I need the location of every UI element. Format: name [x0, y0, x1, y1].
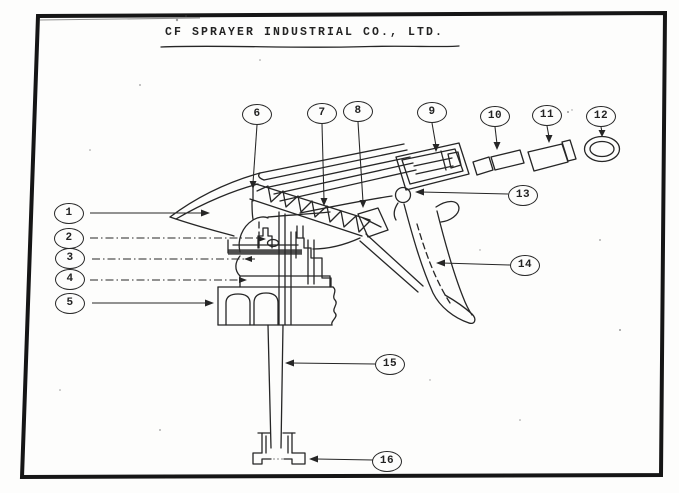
- callout-label: 11: [539, 109, 555, 121]
- callout-label: 2: [65, 232, 73, 244]
- callout-label: 13: [515, 189, 531, 201]
- callout-12: 12: [586, 105, 616, 127]
- callout-8: 8: [343, 100, 373, 122]
- sprayer-drawing: [169, 135, 621, 465]
- dip-tube: [267, 324, 284, 449]
- callout-3: 3: [55, 247, 85, 269]
- callout-10: 10: [480, 105, 510, 127]
- callout-label: 7: [318, 107, 326, 119]
- callout-15: 15: [375, 353, 405, 375]
- pivot-circle: [394, 186, 412, 204]
- callout-label: 8: [354, 105, 362, 117]
- callout-11: 11: [532, 104, 562, 126]
- leader-lines: [90, 121, 606, 463]
- nozzle-housing: [395, 142, 470, 191]
- callout-13: 13: [508, 184, 538, 206]
- piston-spring: [249, 183, 424, 293]
- pump-column: [278, 211, 332, 326]
- spring-coil: [256, 185, 371, 233]
- callout-6: 6: [242, 103, 272, 125]
- callout-14: 14: [510, 254, 540, 276]
- title-underline: [160, 45, 460, 48]
- seal-ring-part: [583, 135, 621, 163]
- callout-label: 1: [65, 207, 73, 219]
- strainer-foot: [252, 432, 306, 465]
- callout-label: 3: [66, 252, 74, 264]
- callout-label: 9: [428, 106, 436, 118]
- frame-border: [19, 10, 668, 480]
- trigger: [403, 200, 476, 325]
- callout-label: 14: [517, 259, 533, 271]
- callout-1: 1: [54, 202, 84, 224]
- pivot-hook: [393, 202, 399, 221]
- link-rod: [365, 233, 424, 287]
- callout-label: 10: [487, 110, 503, 122]
- callout-7: 7: [307, 102, 337, 124]
- callout-4: 4: [55, 268, 85, 290]
- body-valve: [227, 216, 302, 277]
- callout-16: 16: [372, 450, 402, 472]
- callout-2: 2: [54, 227, 84, 249]
- bottle-cap: [217, 275, 337, 326]
- callout-label: 4: [66, 273, 74, 285]
- callout-label: 12: [593, 110, 609, 122]
- scan-noise: [59, 15, 621, 431]
- piston: [357, 207, 389, 238]
- callout-label: 6: [253, 108, 261, 120]
- barrel-lines: [258, 143, 417, 214]
- nozzle-cap-part: [527, 139, 577, 172]
- callout-5: 5: [55, 292, 85, 314]
- callout-label: 16: [379, 455, 395, 467]
- page-title: CF SPRAYER INDUSTRIAL CO., LTD.: [165, 26, 445, 39]
- callout-label: 5: [66, 297, 74, 309]
- callout-label: 15: [382, 358, 398, 370]
- callout-9: 9: [417, 101, 447, 123]
- nozzle-insert-part: [472, 149, 525, 176]
- nose-shroud: [169, 172, 331, 237]
